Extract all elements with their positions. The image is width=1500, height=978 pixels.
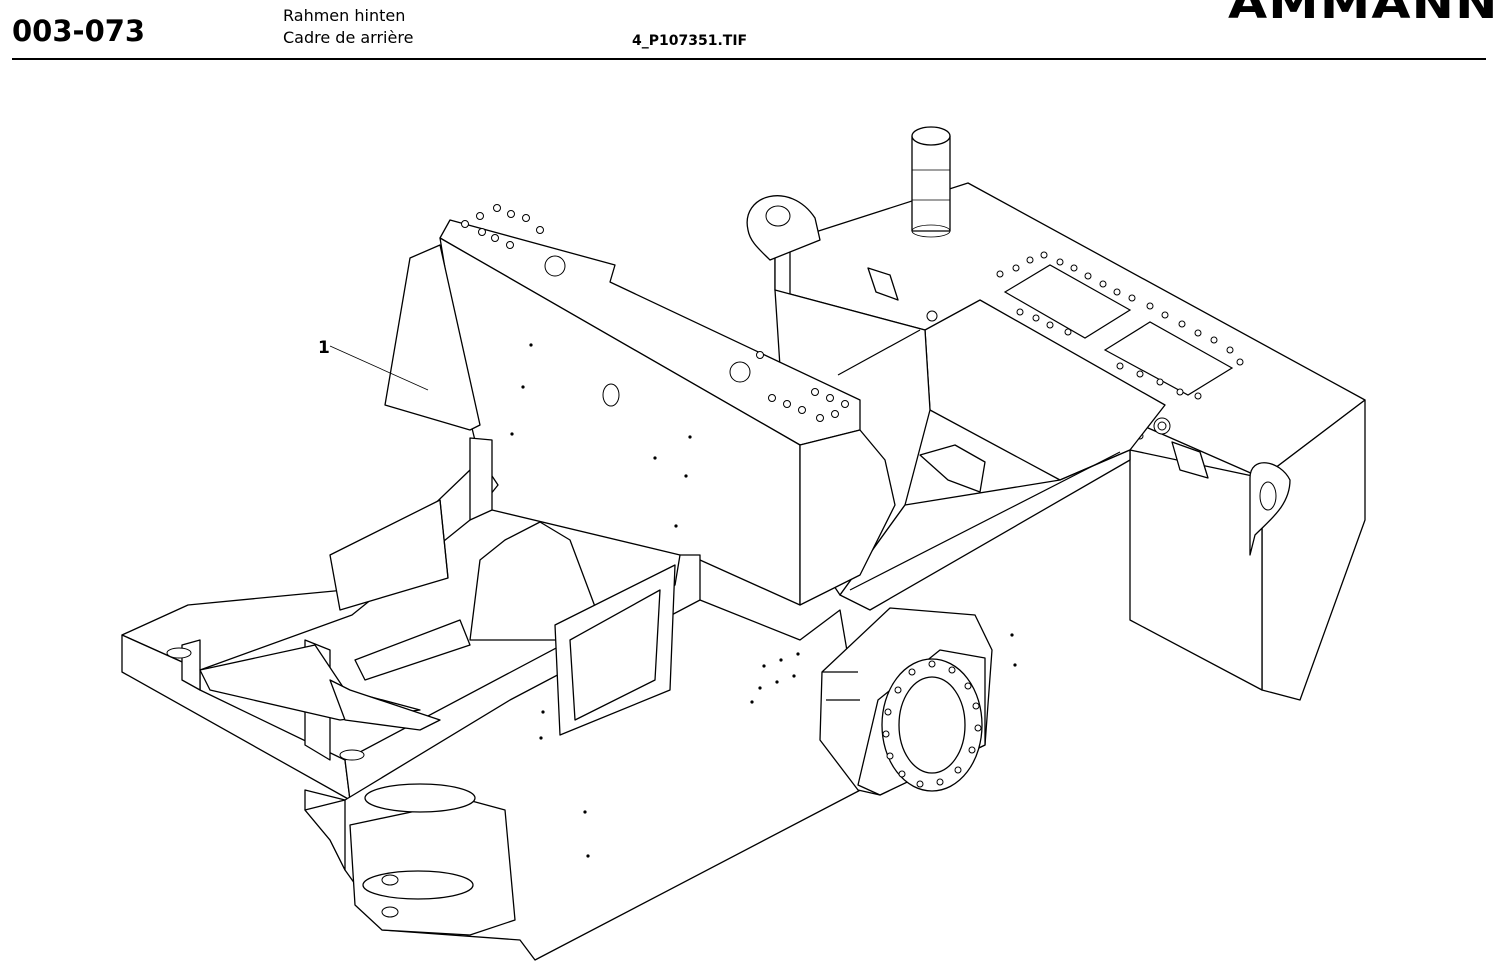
title-block: Rahmen hinten Cadre de arrière [283, 5, 413, 49]
center-pivot-ring [819, 607, 993, 796]
page-number: 003-073 [12, 14, 146, 48]
brand-logo: AMMANN [1228, 0, 1499, 29]
rear-frame-drawing [121, 126, 1366, 961]
header: 003-073 Rahmen hinten Cadre de arrière 4… [0, 0, 1500, 62]
ring-bolt-holes [882, 660, 982, 788]
rear-ballast-block [746, 126, 1366, 701]
stud-pattern [996, 251, 1244, 400]
hole-pattern [461, 204, 849, 528]
side-dots [539, 633, 1017, 858]
title-french: Cadre de arrière [283, 28, 414, 47]
title-german: Rahmen hinten [283, 6, 406, 25]
callout-label-1: 1 [318, 338, 330, 358]
header-rule [12, 58, 1486, 60]
front-yoke [384, 204, 896, 606]
front-fork-frame [121, 437, 701, 801]
image-filename: 4_P107351.TIF [632, 33, 748, 49]
callout-leader-1 [329, 345, 429, 391]
lower-side-plate [304, 564, 1017, 961]
